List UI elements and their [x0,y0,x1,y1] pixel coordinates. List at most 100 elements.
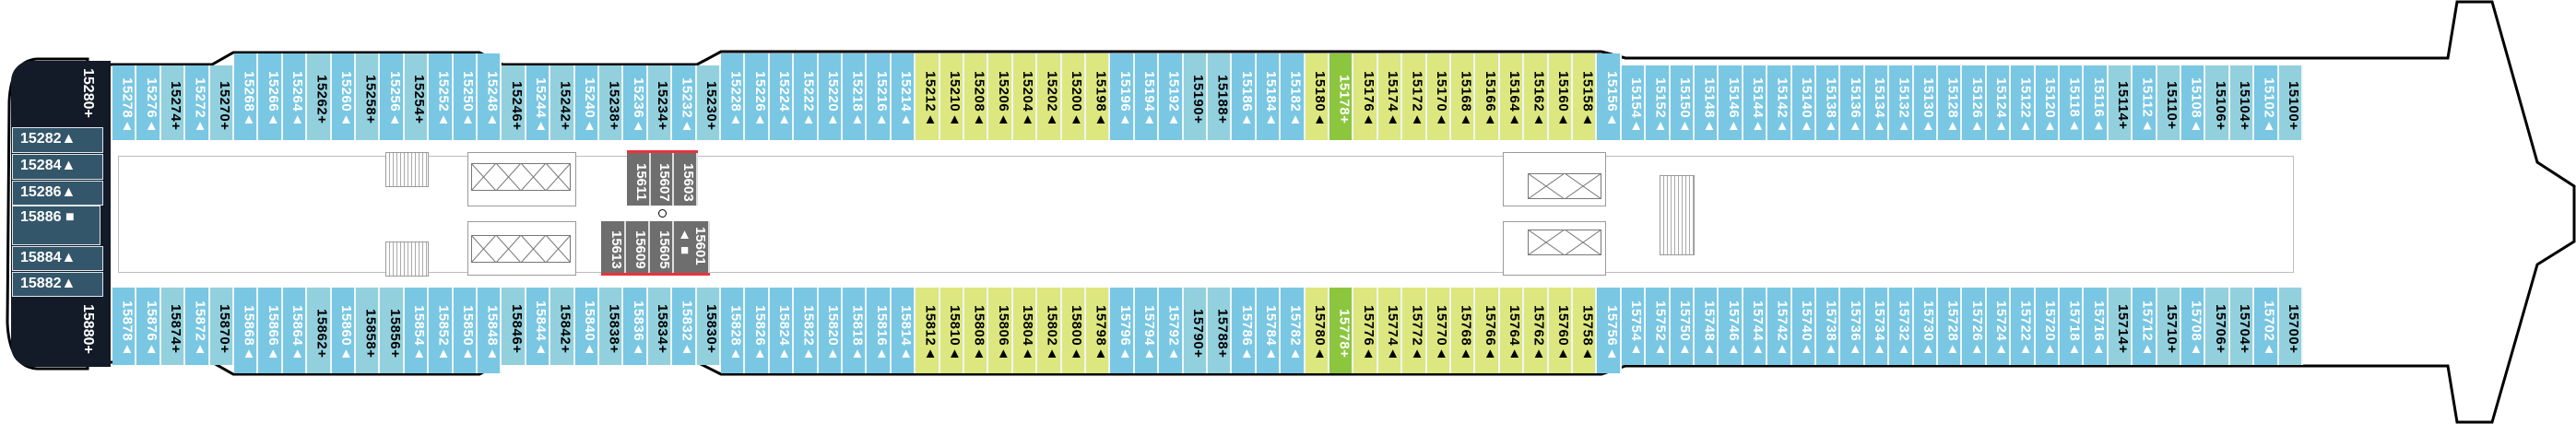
cabin-15102[interactable]: 15102▲ [2254,65,2279,140]
cabin-15200[interactable]: 15200▲ [1061,53,1086,140]
cabin-15172[interactable]: 15172▲ [1402,53,1427,140]
cabin-15240[interactable]: 15240▲ [574,65,599,140]
cabin-15116[interactable]: 15116▲ [2084,65,2109,140]
cabin-15726[interactable]: 15726▲ [1962,288,1987,365]
cabin-15812[interactable]: 15812▲ [916,288,940,373]
cabin-15252[interactable]: 15252▲ [429,53,454,140]
cabin-15782[interactable]: 15782▲ [1281,288,1306,373]
cabin-15162[interactable]: 15162▲ [1524,53,1549,140]
cabin-15754[interactable]: 15754▲ [1621,288,1647,365]
cabin-15778[interactable]: 15778+ [1329,288,1354,373]
cabin-15710[interactable]: 15710+ [2157,288,2181,365]
cabin-15128[interactable]: 15128▲ [1938,65,1963,140]
cabin-15798[interactable]: 15798▲ [1086,288,1111,373]
cabin-15788[interactable]: 15788+ [1208,288,1233,373]
cabin-15870[interactable]: 15870+ [209,288,234,365]
cabin-15613[interactable]: 15613 [601,221,626,273]
cabin-15194[interactable]: 15194▲ [1134,53,1160,140]
cabin-15266[interactable]: 15266▲ [258,53,283,140]
cabin-15836[interactable]: 15836▲ [623,288,648,365]
cabin-15808[interactable]: 15808▲ [964,288,989,373]
cabin-15738[interactable]: 15738▲ [1816,288,1841,365]
cabin-15152[interactable]: 15152▲ [1646,65,1671,140]
cabin-15112[interactable]: 15112▲ [2133,65,2157,140]
cabin-15170[interactable]: 15170▲ [1426,53,1451,140]
cabin-15804[interactable]: 15804▲ [1012,288,1038,373]
cabin-15148[interactable]: 15148▲ [1695,65,1719,140]
cabin-15607[interactable]: 15607 [651,153,674,206]
cabin-15130[interactable]: 15130▲ [1913,65,1938,140]
cabin-15601[interactable]: 15601 ▲■ [674,221,710,273]
cabin-15154[interactable]: 15154▲ [1621,65,1647,140]
cabin-15214[interactable]: 15214▲ [891,53,916,140]
cabin-15234[interactable]: 15234+ [647,65,673,140]
cabin-15236[interactable]: 15236▲ [623,65,648,140]
cabin-15854[interactable]: 15854▲ [404,288,430,373]
cabin-15246[interactable]: 15246+ [502,65,526,140]
cabin-15132[interactable]: 15132▲ [1889,65,1914,140]
cabin-15204[interactable]: 15204▲ [1012,53,1038,140]
cabin-15700[interactable]: 15700+ [2278,288,2303,365]
cabin-15100[interactable]: 15100+ [2278,65,2303,140]
cabin-15784[interactable]: 15784▲ [1256,288,1282,373]
cabin-15768[interactable]: 15768▲ [1451,288,1476,373]
cabin-15226[interactable]: 15226▲ [745,53,770,140]
cabin-15848[interactable]: 15848▲ [478,288,502,373]
cabin-15776[interactable]: 15776▲ [1353,288,1378,373]
cabin-15270[interactable]: 15270+ [209,65,234,140]
cabin-15144[interactable]: 15144▲ [1743,65,1768,140]
cabin-15106[interactable]: 15106+ [2205,65,2230,140]
cabin-15150[interactable]: 15150▲ [1670,65,1695,140]
cabin-15282[interactable]: 15282▲ [12,127,103,153]
cabin-15174[interactable]: 15174▲ [1377,53,1403,140]
cabin-15866[interactable]: 15866▲ [258,288,283,373]
cabin-15742[interactable]: 15742▲ [1767,288,1792,365]
cabin-15118[interactable]: 15118▲ [2060,65,2085,140]
cabin-15706[interactable]: 15706+ [2205,288,2230,365]
cabin-15220[interactable]: 15220▲ [818,53,843,140]
cabin-15820[interactable]: 15820▲ [818,288,843,373]
cabin-15774[interactable]: 15774▲ [1377,288,1403,373]
cabin-15830[interactable]: 15830+ [696,288,721,365]
cabin-15182[interactable]: 15182▲ [1281,53,1306,140]
cabin-15744[interactable]: 15744▲ [1743,288,1768,365]
cabin-15228[interactable]: 15228▲ [721,53,746,140]
cabin-15724[interactable]: 15724▲ [1986,288,2012,365]
cabin-15772[interactable]: 15772▲ [1402,288,1427,373]
cabin-15248[interactable]: 15248▲ [478,53,502,140]
cabin-15816[interactable]: 15816▲ [867,288,892,373]
cabin-15146[interactable]: 15146▲ [1719,65,1743,140]
cabin-15274[interactable]: 15274+ [160,65,186,140]
cabin-15264[interactable]: 15264▲ [282,53,308,140]
cabin-15756[interactable]: 15756▲ [1597,288,1622,373]
cabin-15124[interactable]: 15124▲ [1986,65,2012,140]
cabin-15156[interactable]: 15156▲ [1597,53,1622,140]
cabin-15764[interactable]: 15764▲ [1499,288,1525,373]
cabin-15206[interactable]: 15206▲ [988,53,1013,140]
cabin-15256[interactable]: 15256▲ [380,53,405,140]
cabin-15850[interactable]: 15850▲ [453,288,478,373]
cabin-15184[interactable]: 15184▲ [1256,53,1282,140]
cabin-15611[interactable]: 15611 [627,153,651,206]
cabin-15208[interactable]: 15208▲ [964,53,989,140]
cabin-15828[interactable]: 15828▲ [721,288,746,373]
cabin-15826[interactable]: 15826▲ [745,288,770,373]
cabin-15714[interactable]: 15714+ [2108,288,2133,365]
cabin-15160[interactable]: 15160▲ [1548,53,1573,140]
cabin-15792[interactable]: 15792▲ [1159,288,1184,373]
cabin-15210[interactable]: 15210▲ [939,53,964,140]
cabin-15806[interactable]: 15806▲ [988,288,1013,373]
cabin-15846[interactable]: 15846+ [502,288,526,365]
cabin-15862[interactable]: 15862+ [307,288,332,373]
cabin-15222[interactable]: 15222▲ [794,53,819,140]
cabin-15232[interactable]: 15232▲ [672,65,697,140]
cabin-15736[interactable]: 15736▲ [1840,288,1865,365]
cabin-15838[interactable]: 15838+ [599,288,624,365]
cabin-15840[interactable]: 15840▲ [574,288,599,365]
cabin-15268[interactable]: 15268▲ [234,53,259,140]
cabin-15190[interactable]: 15190+ [1183,53,1208,140]
cabin-15280[interactable]: 15280+ [80,68,96,118]
cabin-15856[interactable]: 15856+ [380,288,405,373]
cabin-15842[interactable]: 15842+ [550,288,575,365]
cabin-15272[interactable]: 15272▲ [185,65,210,140]
